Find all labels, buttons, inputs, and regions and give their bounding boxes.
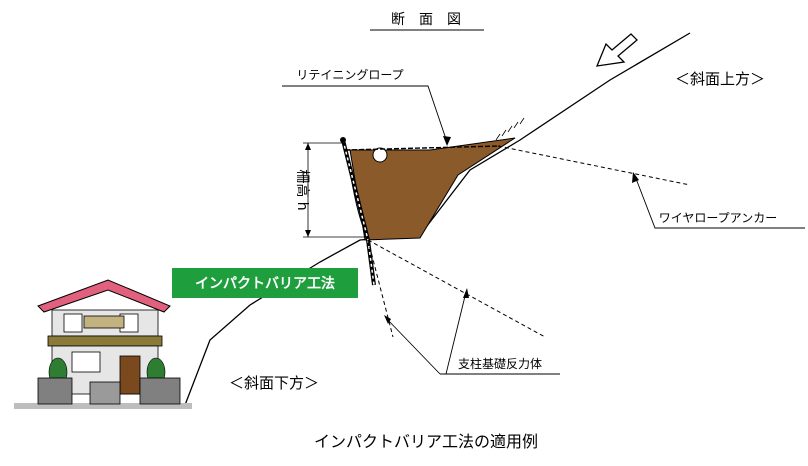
retaining-rope-label: リテイニングロープ [296,68,403,82]
post-foundation-label: 支柱基礎反力体 [458,356,542,371]
house [14,279,192,409]
section-title: 断 面 図 [391,12,461,28]
method-label: インパクトバリア工法 [195,275,335,292]
method-label-box [172,268,358,298]
wire-rope-anchor-label: ワイヤロープアンカー [659,211,777,225]
rockfall-direction-arrow [595,33,638,67]
barrier-post [340,137,376,286]
post-foundation-line-a [367,239,546,338]
wire-rope-anchor-line [497,145,691,186]
post-foundation-leader [384,288,560,375]
retaining-rope-leader [282,85,451,146]
diagram-caption: インパクトバリア工法の適用例 [314,432,538,451]
slope-hatching [495,117,525,141]
slope-upper-label: ＜斜面上方＞ [675,70,765,88]
captured-soil-mass [349,137,516,241]
slope-line [184,32,691,406]
slope-lower-label: ＜斜面下方＞ [229,374,319,392]
fence-height-dimension [303,142,365,238]
fence-height-label: 柵高 h [294,169,311,210]
boulder [372,147,388,163]
retaining-rope-line [344,145,501,151]
post-foundation-line-b [367,239,394,338]
wire-rope-anchor-leader [632,172,805,229]
